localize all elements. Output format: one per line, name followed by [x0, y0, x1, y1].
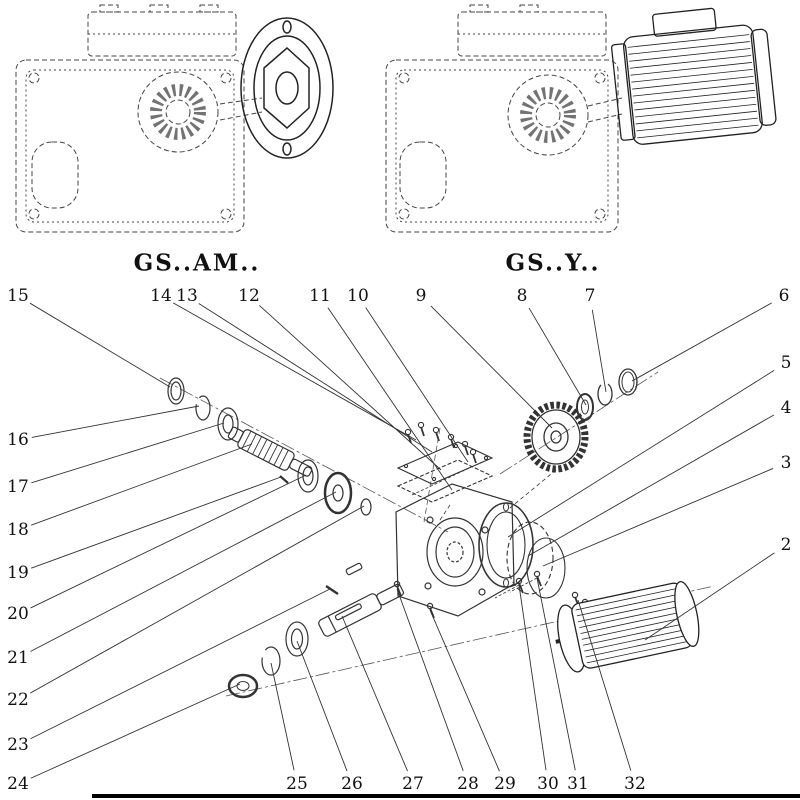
leader-line-16 — [31, 405, 200, 438]
gearbox-drawing-gsam — [15, 4, 334, 233]
dowel-pin — [279, 475, 289, 484]
circlip — [261, 646, 281, 676]
leader-line-9 — [430, 305, 553, 429]
leader-line-30 — [518, 584, 547, 771]
leader-line-24 — [30, 683, 241, 779]
lifting-lug — [469, 4, 489, 13]
shaft-key — [345, 562, 363, 576]
leader-line-4 — [527, 414, 775, 557]
flange-cover — [526, 537, 566, 599]
leader-line-3 — [542, 468, 774, 567]
motor-end-cap — [750, 28, 777, 126]
worm-gear-washer — [323, 471, 353, 515]
lifting-lug — [519, 4, 539, 13]
motor-fins — [575, 588, 689, 664]
worm-shaft — [227, 426, 313, 477]
leader-line-10 — [365, 307, 469, 463]
leader-lines-layer — [29, 302, 775, 779]
seal-ring — [167, 377, 185, 405]
leader-line-11 — [327, 307, 453, 491]
leader-line-20 — [30, 474, 307, 609]
leader-line-7 — [591, 309, 607, 393]
motor-body — [622, 24, 763, 145]
output-shaft — [318, 583, 404, 637]
cover-screws — [404, 421, 477, 464]
motor-end-cap — [674, 580, 700, 647]
stator-slots-ring — [150, 84, 206, 140]
output-flange — [240, 17, 334, 159]
cover-plate — [396, 441, 494, 485]
side-opening — [31, 141, 79, 209]
leader-line-31 — [536, 577, 576, 771]
gear-cavity-ring — [507, 74, 589, 156]
leader-line-25 — [270, 662, 295, 771]
helical-gear — [531, 409, 581, 465]
main-housing — [385, 59, 619, 233]
leader-line-19 — [30, 476, 282, 569]
top-cover-parts — [396, 421, 494, 503]
flange-parts — [478, 502, 566, 599]
bearing — [297, 459, 319, 493]
main-housing — [15, 59, 245, 233]
helical-gear-teeth — [523, 401, 589, 473]
housing-bore — [426, 517, 484, 587]
leader-line-18 — [30, 443, 253, 526]
motor-drawing — [610, 7, 777, 145]
leader-line-15 — [29, 302, 171, 388]
leader-line-27 — [341, 615, 408, 772]
retaining-ring — [618, 368, 638, 396]
leader-line-29 — [429, 609, 500, 772]
output-shaft-parts — [227, 562, 590, 699]
gear-cavity-ring — [137, 71, 219, 153]
gearbox-drawing-gsy — [385, 4, 777, 233]
leader-line-23 — [30, 588, 331, 740]
leader-line-22 — [29, 505, 365, 694]
variant-label-gsy: GS..Y.. — [505, 249, 601, 277]
small-ring — [360, 498, 372, 516]
leader-line-12 — [259, 305, 442, 471]
leader-line-8 — [528, 307, 587, 406]
washer — [576, 393, 594, 421]
cover-gasket — [396, 459, 494, 503]
motor-flange — [610, 43, 636, 141]
end-washer — [227, 673, 259, 699]
side-opening — [399, 141, 447, 209]
stator-slots-ring — [520, 87, 576, 143]
flange-hex-hub — [263, 46, 310, 130]
bearing — [217, 407, 239, 441]
leader-line-5 — [507, 370, 775, 538]
leader-line-21 — [30, 491, 337, 652]
flange-gasket — [506, 521, 554, 595]
input-shaft-parts — [167, 377, 372, 516]
leader-line-6 — [631, 302, 773, 382]
leader-line-26 — [296, 640, 348, 772]
leader-line-14 — [172, 302, 417, 441]
bearing — [285, 621, 309, 657]
motor-exploded — [555, 580, 700, 673]
circlip — [597, 382, 613, 406]
dowel-pin — [325, 585, 339, 595]
leader-line-2 — [644, 552, 775, 641]
lifting-lug — [149, 4, 169, 13]
keyway — [334, 603, 362, 621]
lifting-lug — [99, 4, 119, 13]
circlip — [195, 395, 211, 421]
leader-line-28 — [396, 588, 464, 771]
lifting-lug — [199, 4, 219, 13]
variant-label-gsam: GS..AM.. — [133, 249, 261, 277]
motor-fins — [627, 34, 759, 139]
gear-parts — [523, 368, 638, 473]
terminal-box — [652, 7, 717, 37]
leader-line-32 — [577, 599, 632, 771]
leader-line-17 — [31, 422, 225, 484]
